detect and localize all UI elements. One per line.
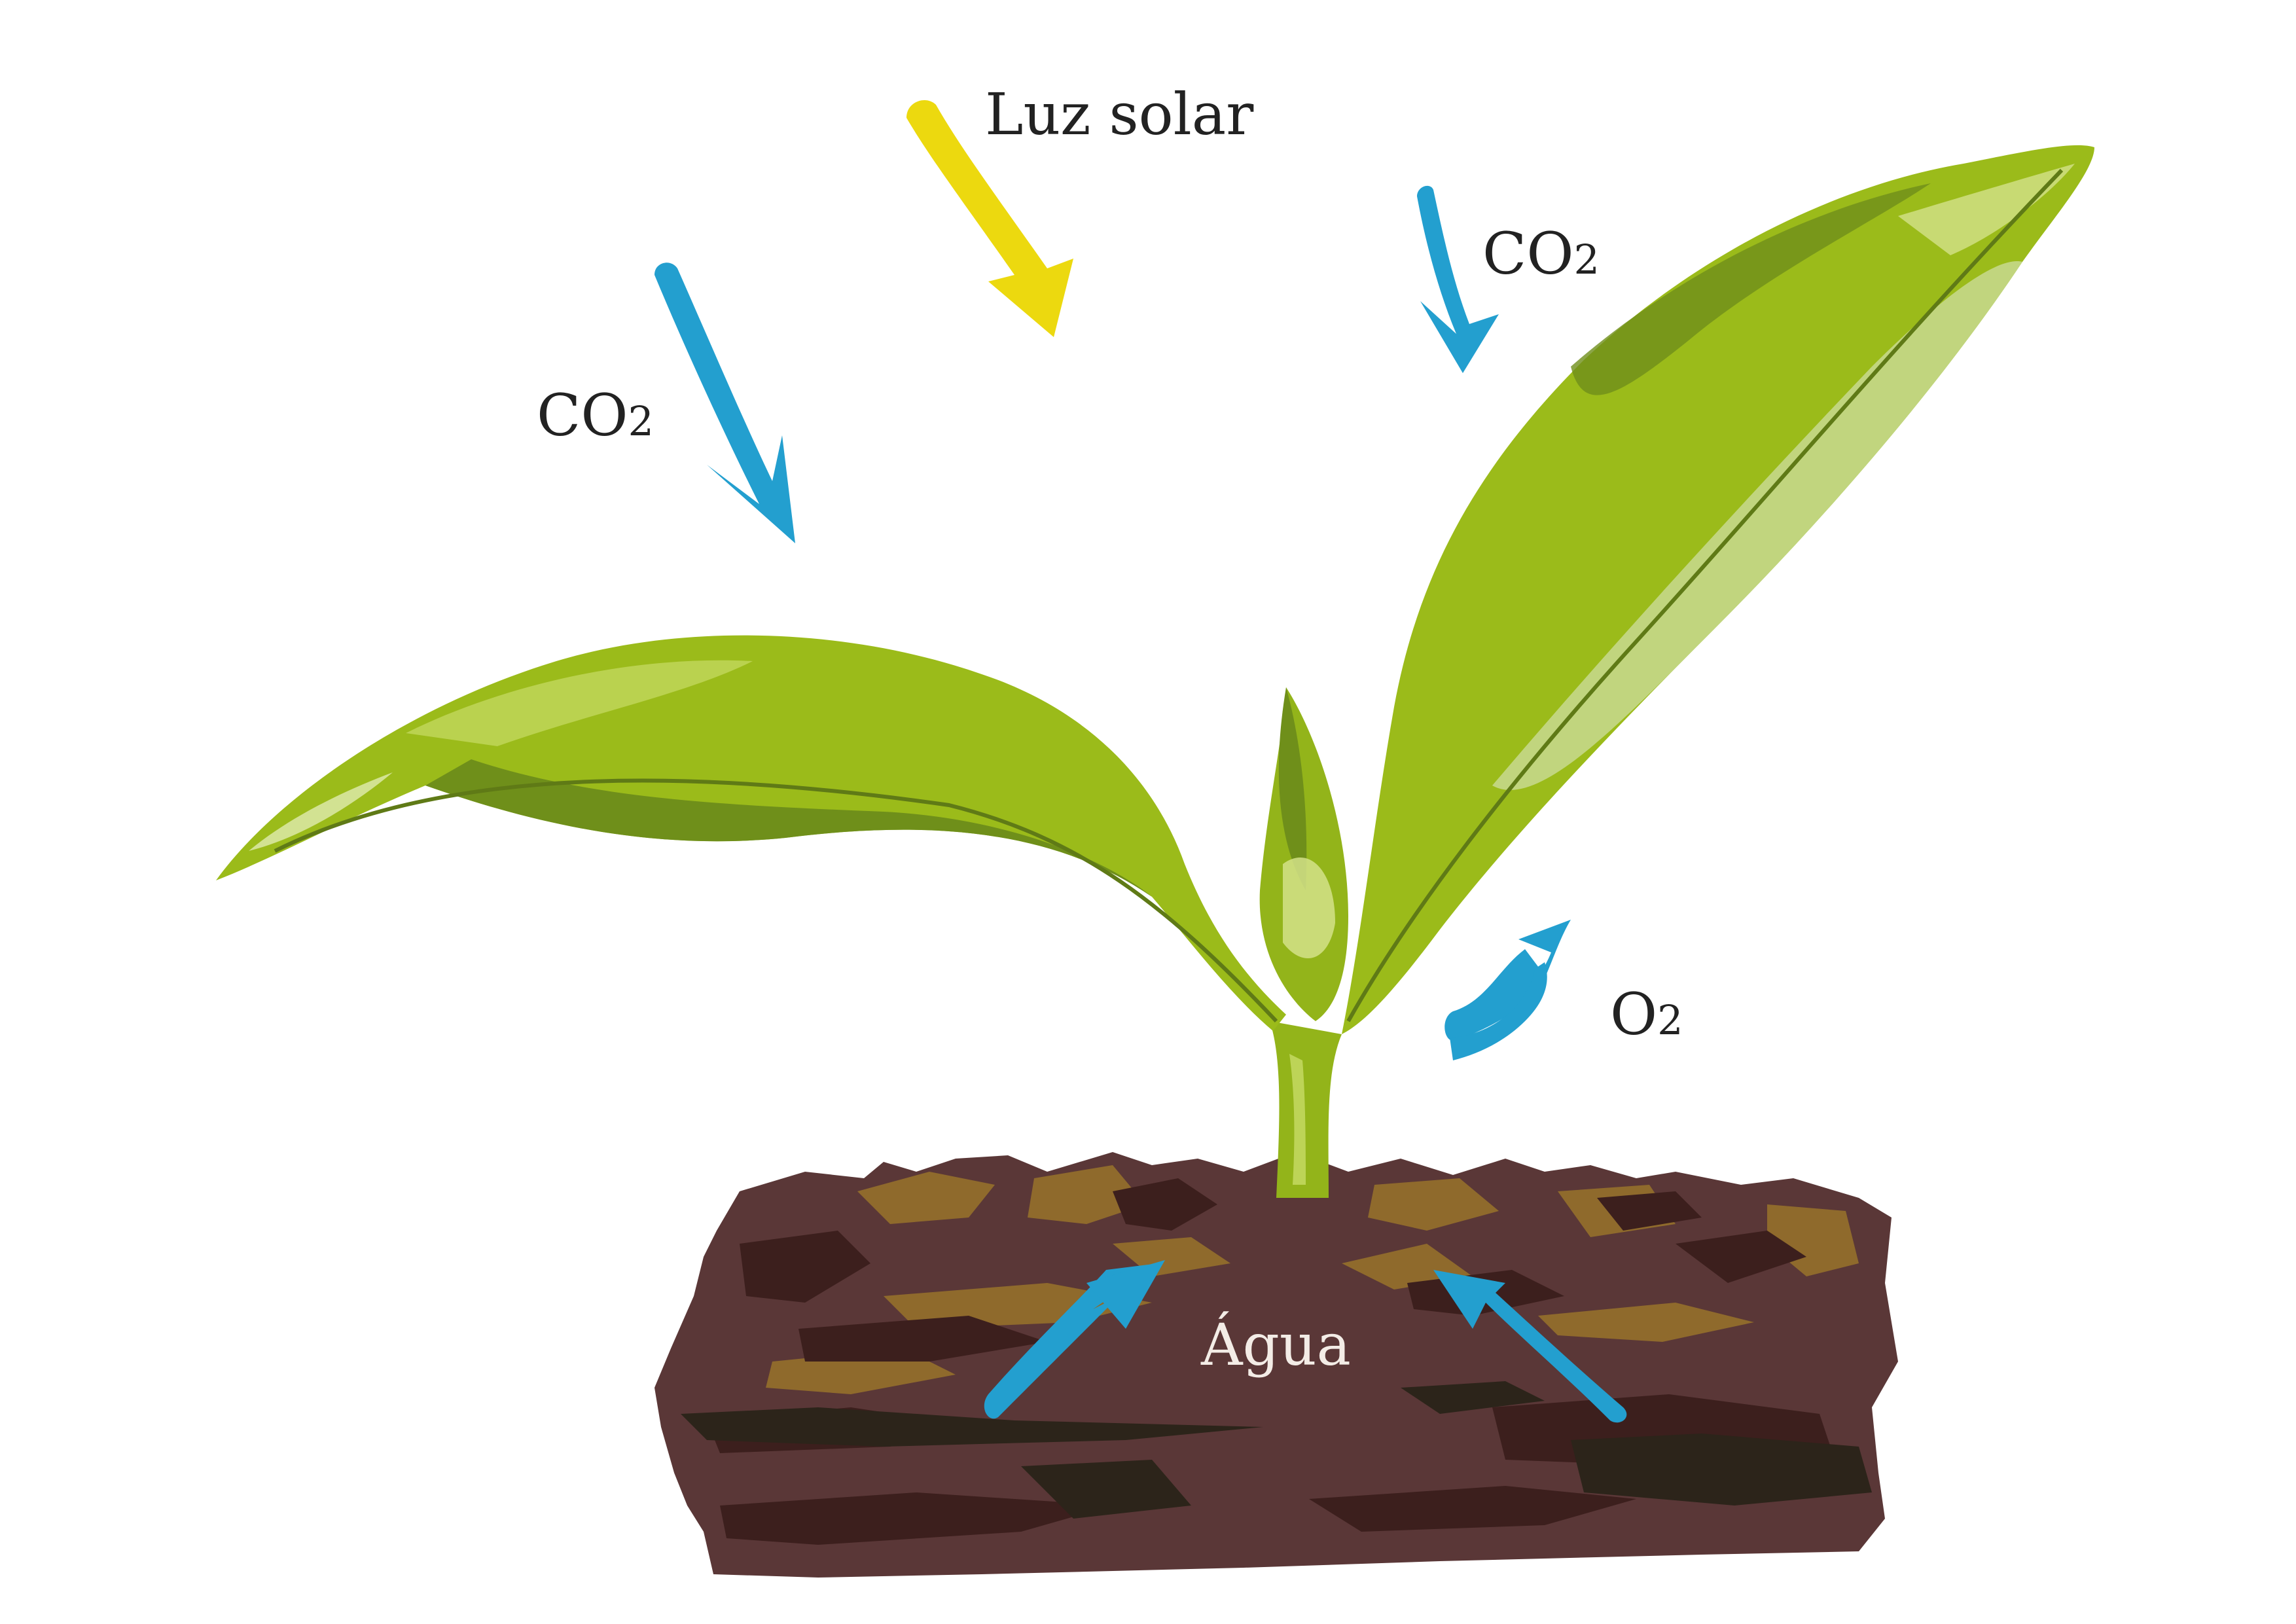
left-leaf-shade [425,759,1152,897]
right-leaf-shade [1571,183,1931,395]
water-arrow-right [1433,1270,1627,1423]
plant-stem-highlight [1289,1054,1306,1185]
soil-dark-patch [1113,1178,1217,1231]
co2-arrow-right [1417,185,1499,373]
co2-right-base: CO [1482,220,1573,287]
o2-arrow-head [1518,920,1571,992]
soil-dark-patch [798,1316,1047,1362]
co2-label-right: CO2 [1482,220,1600,287]
left-leaf-highlight [249,772,393,851]
co2-arrow-left [655,262,795,543]
soil-dark-patch [1676,1231,1806,1283]
plant-stem [1270,1021,1342,1198]
center-bud-shade [1278,687,1307,890]
water-arrow-left [984,1263,1158,1419]
soil-black-stratum [1571,1434,1872,1506]
co2-label-left: CO2 [537,382,654,449]
o2-base: O [1610,981,1657,1048]
soil-ochre-patch [857,1172,995,1224]
soil-dark-patch [1597,1191,1702,1231]
co2-left-subscript: 2 [628,397,653,445]
o2-arrow-body [1450,962,1547,1060]
water-arrow-left-head [1086,1260,1165,1329]
soil-black-stratum [1401,1381,1545,1414]
co2-left-base: CO [537,382,628,449]
right-leaf-midrib [1346,168,2064,1022]
o2-subscript: 2 [1657,996,1683,1044]
right-leaf-underside [1492,261,2022,790]
soil-black-stratum [681,1407,1263,1447]
left-leaf-midrib [274,778,1278,1023]
soil-ochre-patch [1368,1178,1499,1231]
soil-dark-patch [740,1231,870,1303]
left-leaf-highlight [406,660,753,746]
sunlight-arrow [906,99,1073,337]
co2-right-subscript: 2 [1573,236,1599,283]
soil-dark-patch [720,1492,1113,1545]
center-bud-highlight [1283,857,1335,958]
right-leaf-highlight [1898,164,2075,255]
o2-arrow [1444,949,1545,1041]
soil-ochre-patch [1028,1165,1145,1224]
soil-ochre-patch [1538,1303,1754,1342]
water-label: Água [1200,1311,1351,1379]
o2-label: O2 [1610,981,1683,1048]
soil-dark-patch [1309,1486,1636,1532]
soil-black-stratum [1021,1460,1191,1519]
plant [216,145,2094,1198]
sunlight-label: Luz solar [985,81,1254,148]
